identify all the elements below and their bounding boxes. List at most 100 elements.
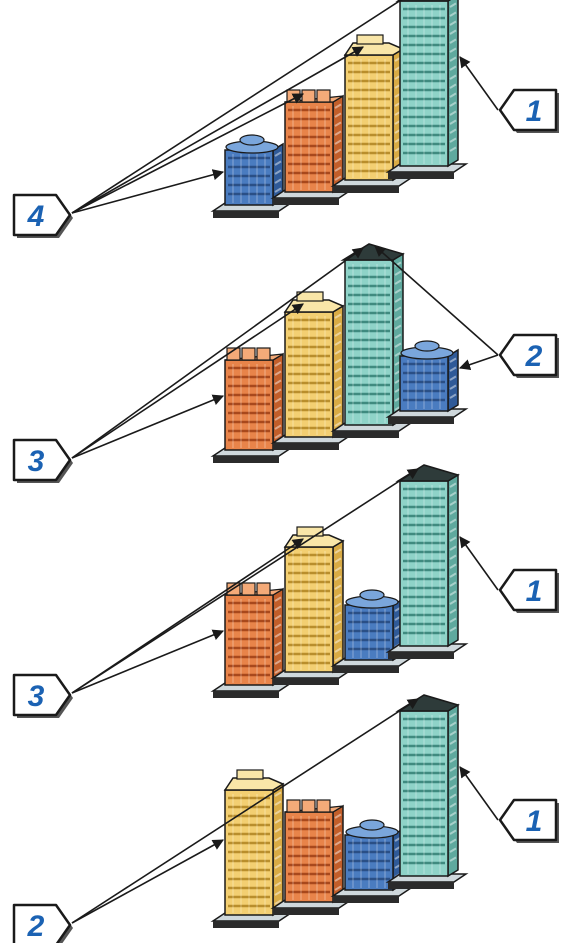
- window-band-side: [274, 424, 282, 430]
- window-band-side: [274, 845, 282, 851]
- window-band-side: [274, 415, 282, 421]
- pyramid-roof: [340, 243, 405, 261]
- window-band-side: [394, 279, 402, 285]
- orange-building: [270, 799, 354, 915]
- window-band-side: [449, 83, 457, 89]
- roof-block: [241, 582, 256, 596]
- window-band-side: [274, 370, 282, 376]
- window-band-side: [449, 626, 457, 632]
- teal-building: [385, 694, 469, 889]
- pointer-arrow: [71, 169, 225, 214]
- window-band-side: [274, 791, 282, 797]
- window-band-side: [449, 757, 457, 763]
- tag-number: 2: [525, 340, 543, 373]
- right-count-tag: 1: [498, 798, 559, 843]
- base-plate-edge: [388, 417, 454, 424]
- window-band-side: [449, 775, 457, 781]
- teal-building: [385, 0, 469, 179]
- roof-block: [286, 799, 301, 813]
- roof-dome: [359, 589, 385, 601]
- window-band-side: [449, 820, 457, 826]
- roof-block: [256, 582, 271, 596]
- puzzle-panel-2: 32: [12, 243, 559, 483]
- roof-block: [241, 347, 256, 361]
- window-band-side: [274, 890, 282, 896]
- window-band-side: [449, 146, 457, 152]
- base-plate-edge: [388, 172, 454, 179]
- window-band-side: [334, 421, 342, 427]
- window-band-side: [449, 384, 457, 390]
- building-front-face: [399, 480, 449, 647]
- blue-building: [210, 134, 294, 218]
- pyramid-roof: [395, 694, 460, 712]
- blue-building: [330, 819, 414, 903]
- tag-outline: [12, 438, 72, 482]
- yellow-building: [270, 526, 354, 685]
- window-band-side: [334, 358, 342, 364]
- window-band-side: [334, 656, 342, 662]
- window-band-side: [449, 581, 457, 587]
- pointer-arrow: [71, 247, 364, 459]
- base-plate-edge: [213, 691, 279, 698]
- window-band-side: [334, 403, 342, 409]
- window-band-side: [274, 406, 282, 412]
- building-front-face: [399, 710, 449, 877]
- window-band-side: [334, 376, 342, 382]
- tag-number: 1: [526, 95, 543, 128]
- window-band-side: [449, 563, 457, 569]
- base-plate-edge: [333, 896, 399, 903]
- pointer-arrow: [71, 93, 304, 214]
- window-band-side: [334, 313, 342, 319]
- right-count-tag: 1: [498, 568, 559, 613]
- orange-building: [210, 582, 294, 698]
- window-band-side: [274, 160, 282, 166]
- base-plate-edge: [388, 652, 454, 659]
- roof-block: [256, 347, 271, 361]
- tag-number: 1: [526, 805, 543, 838]
- window-band-side: [449, 599, 457, 605]
- left-count-tag: 3: [12, 438, 73, 483]
- base-plate-edge: [273, 678, 339, 685]
- window-band-side: [449, 357, 457, 363]
- window-band-side: [274, 187, 282, 193]
- window-band-side: [449, 2, 457, 8]
- window-band-side: [334, 175, 342, 181]
- pointer-arrow: [459, 56, 499, 111]
- window-band-side: [449, 739, 457, 745]
- window-band-side: [274, 800, 282, 806]
- pyramid-roof: [395, 464, 460, 482]
- roof-cap: [296, 526, 324, 537]
- tag-outline: [498, 798, 558, 842]
- window-band-side: [449, 47, 457, 53]
- base-plate-edge: [213, 456, 279, 463]
- window-band-side: [274, 836, 282, 842]
- orange-building: [210, 347, 294, 463]
- window-band-side: [449, 128, 457, 134]
- roof-dome: [414, 340, 440, 352]
- window-band-side: [334, 629, 342, 635]
- blue-building: [385, 340, 469, 424]
- window-band-side: [394, 333, 402, 339]
- right-count-tag: 2: [498, 333, 559, 378]
- window-band-side: [334, 166, 342, 172]
- window-band-side: [394, 315, 402, 321]
- window-band-side: [334, 385, 342, 391]
- base-plate-edge: [273, 443, 339, 450]
- window-band-side: [449, 536, 457, 542]
- stepped-roof: [223, 777, 285, 791]
- roof-block: [301, 799, 316, 813]
- window-band-side: [449, 119, 457, 125]
- window-band-side: [449, 527, 457, 533]
- roof-dome: [359, 819, 385, 831]
- window-band-side: [449, 518, 457, 524]
- roof-block: [301, 89, 316, 103]
- window-band-side: [274, 605, 282, 611]
- window-band-side: [334, 840, 342, 846]
- yellow-building: [210, 769, 294, 928]
- window-band-side: [449, 482, 457, 488]
- window-band-side: [449, 590, 457, 596]
- tag-outline: [498, 568, 558, 612]
- window-band-side: [274, 863, 282, 869]
- base-plate-edge: [273, 198, 339, 205]
